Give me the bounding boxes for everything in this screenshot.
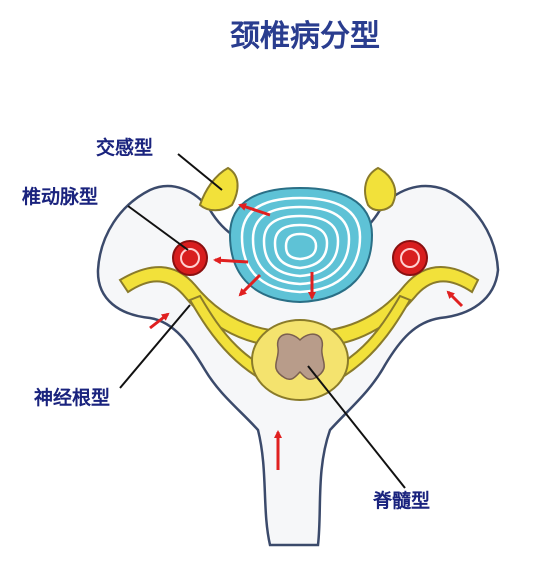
arrow-right-root	[446, 290, 464, 308]
spinal-cord-grey-matter	[275, 333, 325, 381]
disc-ring	[240, 196, 362, 294]
disc-ring	[284, 232, 318, 261]
leader-spinal-cord	[307, 365, 406, 489]
arrow-to-artery	[213, 256, 249, 265]
label-sympathetic: 交感型	[96, 136, 153, 159]
diagram-title: 颈椎病分型	[230, 19, 380, 54]
arrow-to-sympathetic	[238, 203, 271, 217]
label-vertebral-artery: 椎动脉型	[22, 185, 98, 208]
arrow-left-root	[149, 312, 170, 330]
leader-sympathetic	[177, 153, 223, 191]
left-superior-process	[198, 166, 239, 212]
label-nerve-root: 神经根型	[34, 386, 110, 409]
disc-ring	[251, 205, 351, 286]
label-spinal-cord: 脊髓型	[372, 489, 430, 512]
right-vertebral-artery	[392, 240, 428, 276]
left-vertebral-artery	[172, 240, 208, 276]
left-vertebral-artery-inner	[180, 248, 200, 268]
disc-ring	[273, 223, 329, 270]
right-superior-process	[364, 166, 397, 212]
arrow-disc-down-left	[238, 273, 262, 297]
right-vertebral-artery-inner	[400, 248, 420, 268]
leader-nerve-root	[119, 304, 191, 389]
disc-ring	[262, 214, 340, 278]
leader-vertebral-artery	[127, 205, 189, 251]
